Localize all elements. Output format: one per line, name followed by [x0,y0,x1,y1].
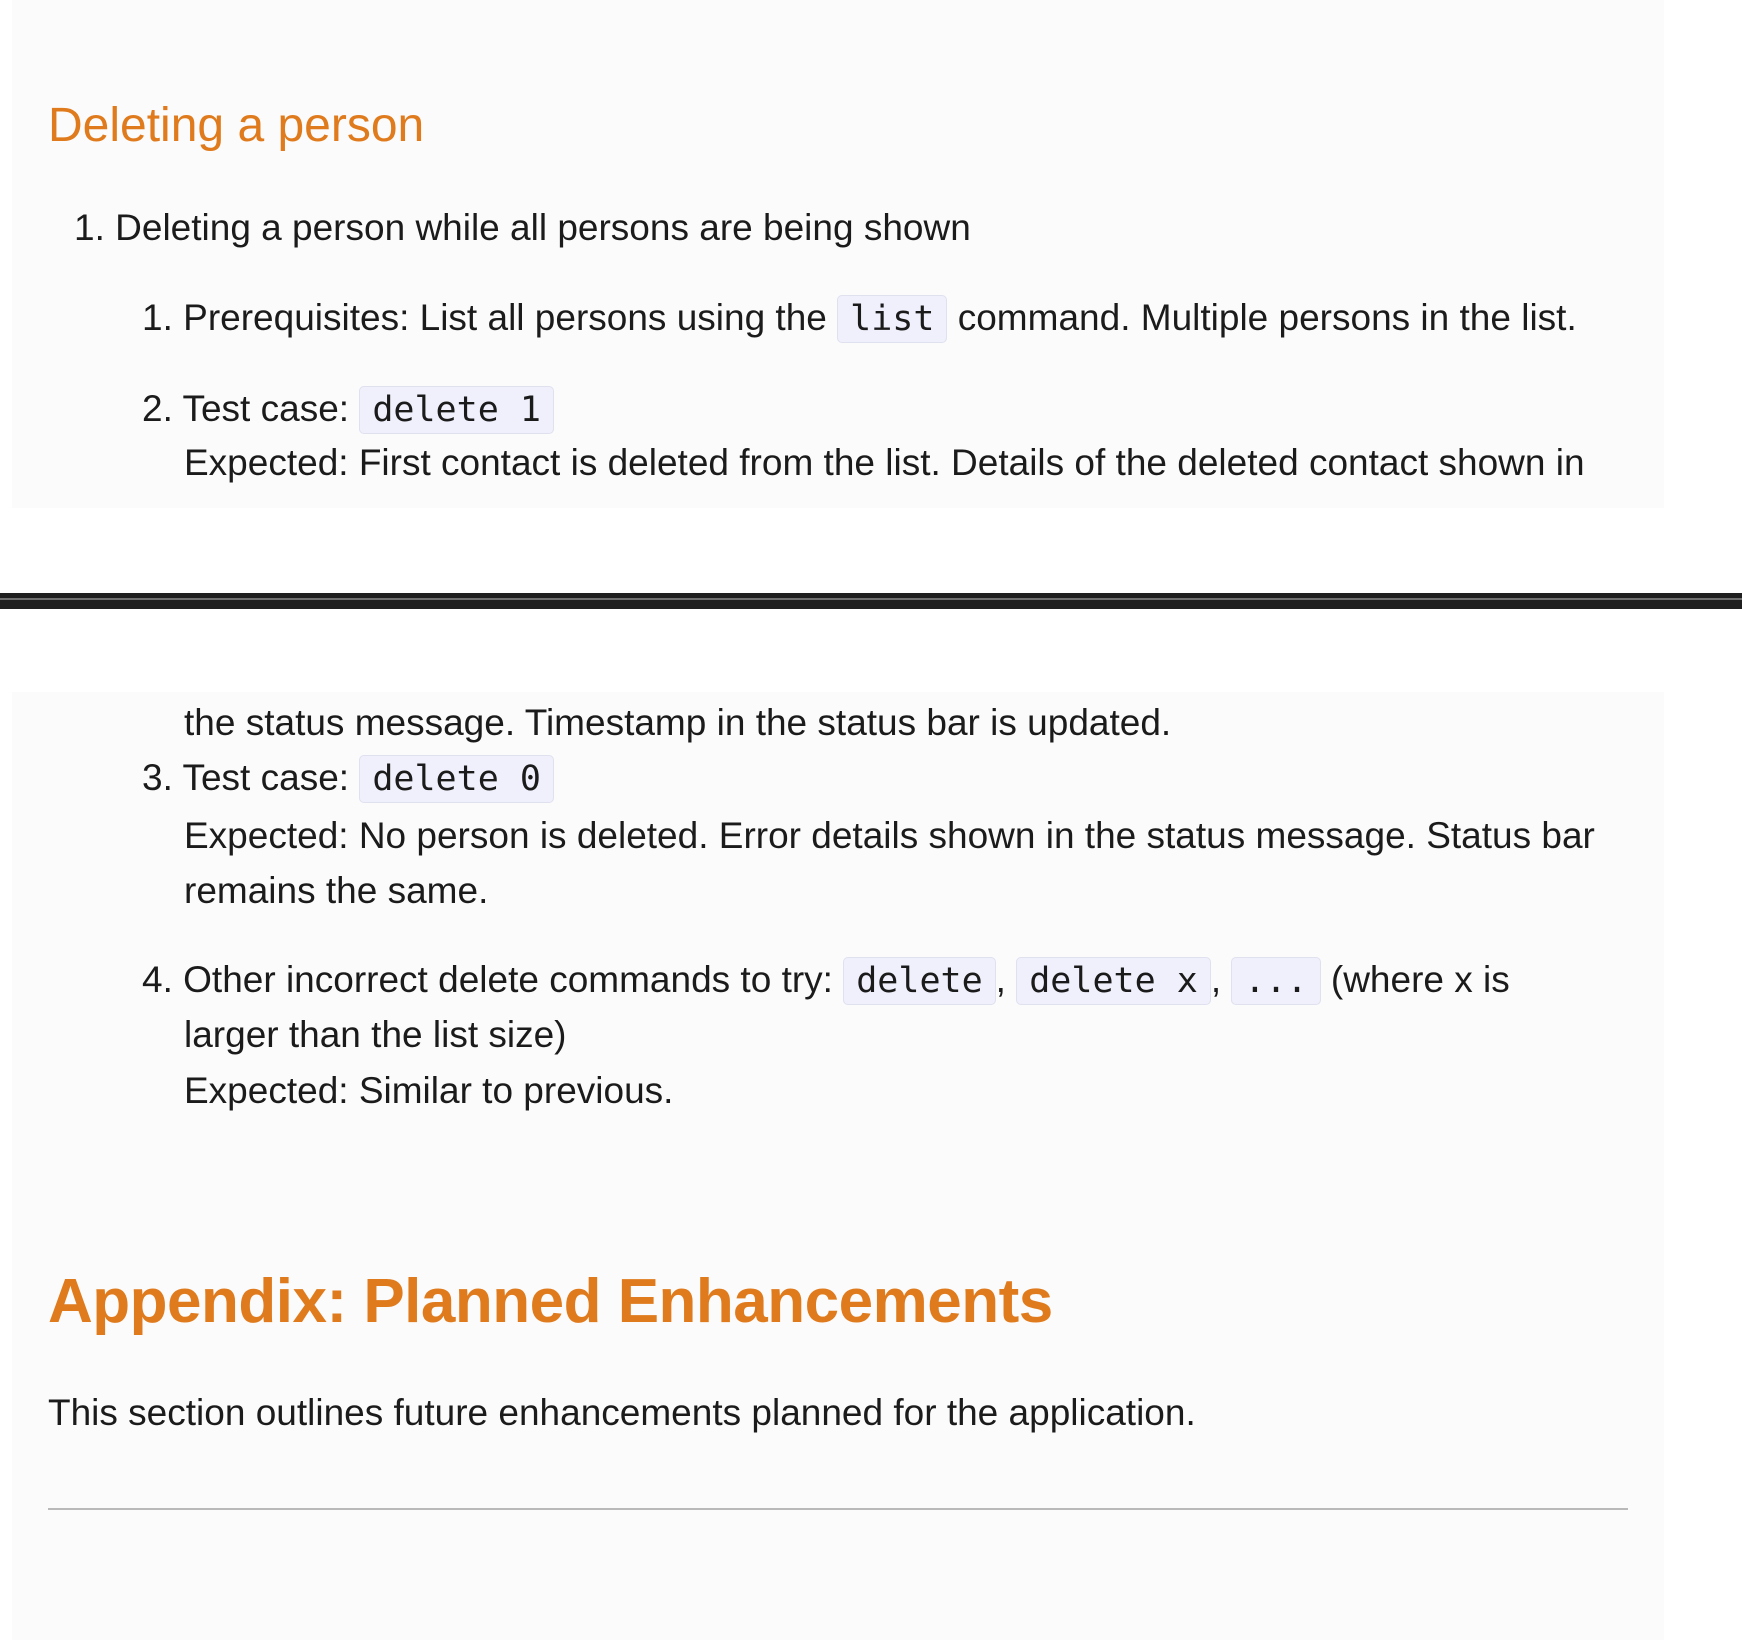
sub-item-number: 3. [142,757,173,798]
sub-item-text-after: (where x is [1330,959,1510,1000]
expected-text: Expected: Similar to previous. [184,1070,674,1111]
inline-code-list: list [837,295,948,343]
sub-item-text: Other incorrect delete commands to try: [183,959,833,1000]
sub-item-2: 2. Test case: delete 1 [142,386,554,434]
list-item-number: 1. [74,207,105,248]
divider-highlight [0,598,1742,600]
section-heading: Deleting a person [48,99,425,152]
sub-item-1: 1. Prerequisites: List all persons using… [142,295,1577,343]
sub-item-3: 3. Test case: delete 0 [142,755,554,803]
sub-item-number: 2. [142,388,173,429]
horizontal-rule [48,1508,1628,1510]
expected-text: Expected: First contact is deleted from … [184,442,1585,483]
sub-item-number: 4. [142,959,173,1000]
separator: , [995,959,1006,1000]
page-panel-top [12,0,1664,508]
appendix-intro: This section outlines future enhancement… [48,1392,1196,1433]
inline-code-delete-0: delete 0 [359,755,554,803]
sub-item-text: Prerequisites: List all persons using th… [183,297,827,338]
sub-item-4: 4. Other incorrect delete commands to tr… [142,957,1510,1005]
expected-text: Expected: No person is deleted. Error de… [184,815,1595,856]
test-case-label: Test case: [182,757,350,798]
sub-item-number: 1. [142,297,173,338]
separator: , [1210,959,1222,1000]
page-panel-bottom [12,692,1664,1640]
inline-code-delete-1: delete 1 [359,386,554,434]
expected-text-continued: the status message. Timestamp in the sta… [184,702,1172,743]
sub-item-text-continued: larger than the list size) [184,1014,567,1055]
appendix-heading: Appendix: Planned Enhancements [48,1267,1053,1336]
list-item-1: 1. Deleting a person while all persons a… [74,206,971,250]
sub-item-text-after: command. Multiple persons in the list. [957,297,1577,338]
inline-code-delete-x: delete x [1016,957,1211,1005]
page-break-divider [0,593,1742,609]
test-case-label: Test case: [182,388,350,429]
list-item-text: Deleting a person while all persons are … [115,207,971,248]
inline-code-ellipsis: ... [1231,957,1321,1005]
expected-text: remains the same. [184,870,489,911]
inline-code-delete: delete [843,957,996,1005]
